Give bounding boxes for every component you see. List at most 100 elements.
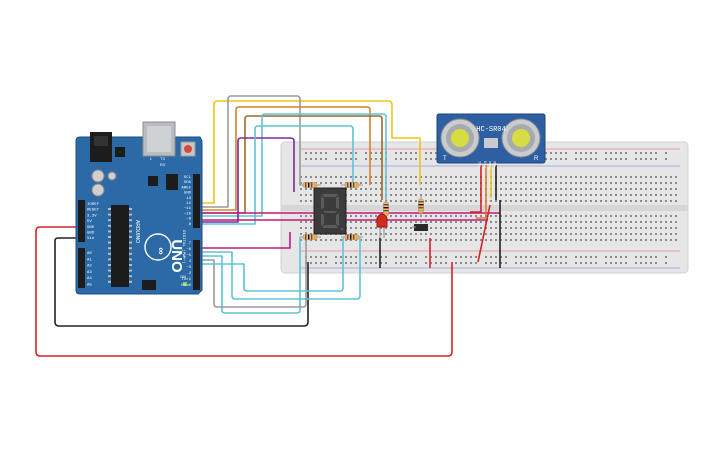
breadboard-hole[interactable] xyxy=(300,182,302,184)
breadboard-hole[interactable] xyxy=(635,215,637,217)
breadboard-hole[interactable] xyxy=(615,200,617,202)
breadboard-hole[interactable] xyxy=(635,176,637,178)
breadboard-hole[interactable] xyxy=(460,233,462,235)
breadboard-hole[interactable] xyxy=(345,239,347,241)
breadboard-hole[interactable] xyxy=(345,262,347,264)
breadboard-hole[interactable] xyxy=(555,256,557,258)
breadboard-hole[interactable] xyxy=(425,158,427,160)
breadboard-hole[interactable] xyxy=(305,194,307,196)
breadboard-hole[interactable] xyxy=(650,215,652,217)
breadboard-hole[interactable] xyxy=(395,194,397,196)
breadboard-hole[interactable] xyxy=(500,262,502,264)
breadboard-hole[interactable] xyxy=(330,239,332,241)
breadboard-hole[interactable] xyxy=(570,182,572,184)
breadboard-hole[interactable] xyxy=(460,182,462,184)
breadboard-hole[interactable] xyxy=(310,176,312,178)
breadboard-hole[interactable] xyxy=(445,194,447,196)
breadboard-hole[interactable] xyxy=(375,188,377,190)
breadboard-hole[interactable] xyxy=(665,233,667,235)
breadboard-hole[interactable] xyxy=(430,158,432,160)
breadboard-hole[interactable] xyxy=(625,188,627,190)
breadboard-hole[interactable] xyxy=(585,152,587,154)
breadboard-hole[interactable] xyxy=(310,256,312,258)
breadboard-hole[interactable] xyxy=(675,176,677,178)
breadboard-hole[interactable] xyxy=(395,227,397,229)
breadboard-hole[interactable] xyxy=(300,227,302,229)
breadboard-hole[interactable] xyxy=(560,215,562,217)
breadboard-hole[interactable] xyxy=(590,227,592,229)
breadboard-hole[interactable] xyxy=(575,188,577,190)
breadboard-hole[interactable] xyxy=(305,221,307,223)
breadboard-hole[interactable] xyxy=(635,200,637,202)
breadboard-hole[interactable] xyxy=(545,256,547,258)
breadboard-hole[interactable] xyxy=(525,233,527,235)
breadboard-hole[interactable] xyxy=(515,221,517,223)
breadboard-hole[interactable] xyxy=(520,233,522,235)
breadboard-hole[interactable] xyxy=(425,221,427,223)
breadboard-hole[interactable] xyxy=(355,256,357,258)
breadboard-hole[interactable] xyxy=(615,176,617,178)
breadboard-hole[interactable] xyxy=(470,233,472,235)
breadboard-hole[interactable] xyxy=(595,262,597,264)
jumper-red-2[interactable] xyxy=(477,204,491,263)
breadboard-hole[interactable] xyxy=(315,152,317,154)
breadboard-hole[interactable] xyxy=(630,200,632,202)
breadboard-hole[interactable] xyxy=(575,158,577,160)
breadboard-hole[interactable] xyxy=(585,239,587,241)
breadboard-hole[interactable] xyxy=(425,215,427,217)
breadboard-hole[interactable] xyxy=(535,182,537,184)
breadboard-hole[interactable] xyxy=(535,194,537,196)
breadboard-hole[interactable] xyxy=(555,188,557,190)
breadboard-hole[interactable] xyxy=(600,233,602,235)
breadboard-hole[interactable] xyxy=(430,233,432,235)
breadboard-hole[interactable] xyxy=(545,176,547,178)
breadboard-hole[interactable] xyxy=(300,176,302,178)
breadboard-hole[interactable] xyxy=(425,256,427,258)
breadboard-hole[interactable] xyxy=(355,152,357,154)
breadboard-hole[interactable] xyxy=(305,176,307,178)
breadboard-hole[interactable] xyxy=(300,239,302,241)
breadboard-hole[interactable] xyxy=(650,158,652,160)
breadboard-hole[interactable] xyxy=(400,227,402,229)
breadboard-hole[interactable] xyxy=(370,152,372,154)
breadboard-hole[interactable] xyxy=(410,239,412,241)
breadboard-hole[interactable] xyxy=(545,215,547,217)
breadboard-hole[interactable] xyxy=(485,227,487,229)
breadboard-hole[interactable] xyxy=(460,194,462,196)
breadboard-hole[interactable] xyxy=(550,221,552,223)
breadboard-hole[interactable] xyxy=(405,188,407,190)
breadboard-hole[interactable] xyxy=(645,221,647,223)
breadboard-hole[interactable] xyxy=(505,176,507,178)
breadboard-hole[interactable] xyxy=(500,227,502,229)
breadboard-hole[interactable] xyxy=(445,188,447,190)
breadboard-hole[interactable] xyxy=(305,188,307,190)
breadboard-hole[interactable] xyxy=(490,239,492,241)
breadboard-hole[interactable] xyxy=(575,262,577,264)
breadboard-hole[interactable] xyxy=(460,221,462,223)
breadboard-hole[interactable] xyxy=(500,194,502,196)
breadboard-hole[interactable] xyxy=(570,194,572,196)
breadboard-hole[interactable] xyxy=(500,176,502,178)
breadboard-hole[interactable] xyxy=(430,239,432,241)
breadboard-hole[interactable] xyxy=(565,256,567,258)
breadboard-hole[interactable] xyxy=(545,158,547,160)
breadboard-hole[interactable] xyxy=(305,215,307,217)
wire-cyan-top[interactable] xyxy=(198,113,387,217)
breadboard-hole[interactable] xyxy=(380,227,382,229)
breadboard-hole[interactable] xyxy=(630,215,632,217)
breadboard-hole[interactable] xyxy=(360,200,362,202)
breadboard-hole[interactable] xyxy=(515,227,517,229)
breadboard-hole[interactable] xyxy=(425,239,427,241)
breadboard-hole[interactable] xyxy=(655,194,657,196)
breadboard-hole[interactable] xyxy=(610,239,612,241)
breadboard-hole[interactable] xyxy=(320,152,322,154)
breadboard-hole[interactable] xyxy=(565,200,567,202)
breadboard-hole[interactable] xyxy=(455,221,457,223)
breadboard-hole[interactable] xyxy=(450,176,452,178)
breadboard-hole[interactable] xyxy=(625,227,627,229)
breadboard-hole[interactable] xyxy=(310,152,312,154)
breadboard-hole[interactable] xyxy=(650,262,652,264)
breadboard-hole[interactable] xyxy=(355,239,357,241)
breadboard-hole[interactable] xyxy=(650,188,652,190)
breadboard-hole[interactable] xyxy=(345,256,347,258)
